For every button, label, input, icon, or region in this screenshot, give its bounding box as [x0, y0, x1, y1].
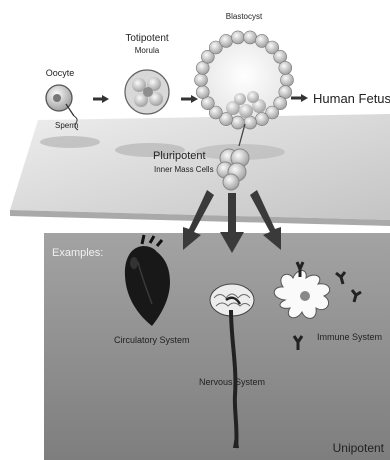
examples-panel: Examples: Unipotent: [44, 233, 390, 460]
trophoblast-cell: [244, 31, 257, 44]
morula-stage: Totipotent Morula: [125, 33, 169, 114]
examples-heading: Examples:: [52, 247, 103, 259]
totipotent-label: Totipotent: [125, 33, 169, 44]
human-fetus-label: Human Fetus: [313, 91, 390, 106]
blastocyst-label: Blastocyst: [226, 12, 263, 21]
trophoblast-cell: [231, 31, 244, 44]
immune-system-label: Immune System: [317, 332, 382, 342]
blastocyst-stage: Blastocyst: [195, 12, 294, 129]
trophoblast-cell: [195, 74, 208, 87]
trophoblast-cell: [279, 61, 292, 74]
trophoblast-cell: [244, 116, 257, 129]
trophoblast-cell: [231, 116, 244, 129]
inner-mass-label: Inner Mass Cells: [154, 165, 214, 174]
trophoblast-cell: [220, 34, 233, 47]
trophoblast-cell: [196, 86, 209, 99]
sperm-label: Sperm: [55, 121, 79, 130]
nervous-system-label: Nervous System: [199, 377, 265, 387]
circulatory-system-label: Circulatory System: [114, 335, 190, 345]
right-arrow-icon: [93, 95, 109, 103]
trophoblast-cell: [281, 74, 294, 87]
right-arrow-icon: [291, 94, 308, 102]
right-arrow-icon: [181, 95, 198, 103]
pluripotent-label: Pluripotent: [153, 150, 206, 162]
morula-label: Morula: [135, 46, 160, 55]
trophoblast-cell: [255, 113, 268, 126]
oocyte-label: Oocyte: [46, 68, 75, 78]
unipotent-label: Unipotent: [333, 441, 385, 455]
